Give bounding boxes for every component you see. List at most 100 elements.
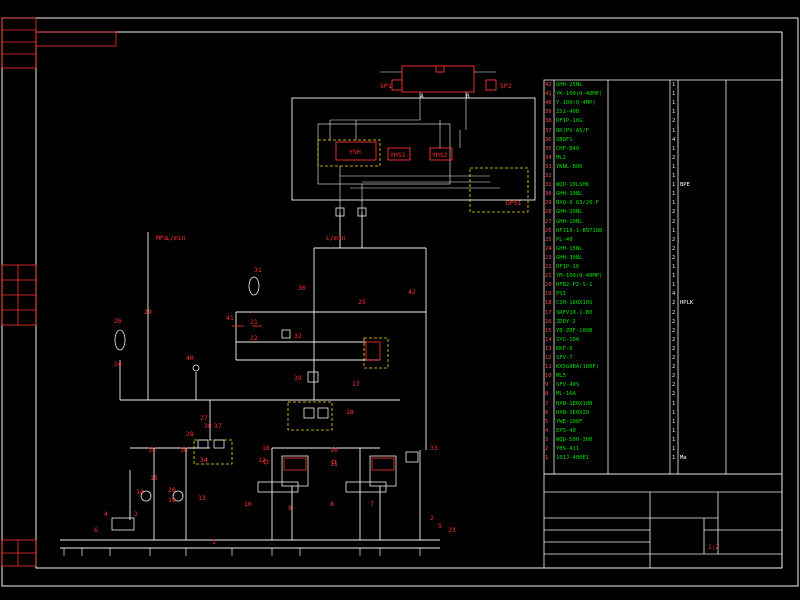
callout: 31 [254, 266, 262, 274]
control-cabinet [291, 97, 536, 201]
bom-cell-qty: 1 [672, 400, 676, 407]
bom-cell-qty: 2 [672, 245, 676, 252]
bom-cell-nm: GHH-10NL [556, 191, 583, 198]
bom-cell-rk: Ma [680, 455, 687, 462]
bom-cell-no: 31 [545, 182, 552, 189]
bom-cell-qty: 1 [672, 273, 676, 280]
bom-cell-qty: 2 [672, 218, 676, 225]
bom-cell-qty: 1 [672, 427, 676, 434]
callout: 12 [258, 456, 266, 464]
bom-cell-qty: 2 [672, 355, 676, 361]
callout: 4 [104, 510, 108, 518]
bom-cell-no: 3 [545, 436, 549, 443]
bom-cell-no: 8 [545, 391, 549, 398]
callout: 30 [298, 284, 306, 292]
bom-cell-nm: SYC-100 [556, 336, 580, 343]
bom-cell-qty: 1 [672, 145, 676, 152]
bom-cell-no: 33 [545, 163, 552, 170]
callout: 17 [352, 380, 360, 388]
sheet-number: 1:2 [708, 544, 719, 551]
bom-cell-nm: ZDDY-2 [556, 318, 576, 325]
callout: 13 [198, 494, 206, 502]
label-port-b: B [466, 93, 470, 100]
label-sp1: SP1 [380, 82, 392, 90]
bom-cell-no: 2 [545, 446, 549, 452]
bom-cell-no: 22 [545, 264, 552, 270]
callout: 38 [204, 422, 212, 430]
bom-cell-nm: ML2 [556, 154, 566, 161]
bom-cell-nm: WQD-10LSH6 [556, 182, 590, 189]
callout: 26 [114, 317, 122, 325]
bom-cell-nm: CSH-160X10S [556, 300, 593, 307]
bom-cell-qty: 1 [672, 91, 676, 98]
bom-cell-nm: YKNL-B06 [556, 163, 583, 170]
bom-cell-qty: 2 [672, 345, 676, 352]
bom-cell-no: 35 [545, 145, 552, 152]
bom-cell-qty: 1 [672, 173, 676, 179]
callout: 2 [430, 514, 434, 522]
callout: 14 [136, 488, 144, 496]
label-yhs2: YHS2 [432, 151, 448, 159]
bom-cell-nm: DK(PV-A5/F [556, 127, 590, 134]
callout: 32 [294, 332, 302, 340]
bom-cell-nm: NXQ-0.63/20-F [556, 200, 600, 207]
bom-cell-no: 9 [545, 382, 549, 389]
label-dpsi: DPSI [506, 199, 522, 207]
bom-table-frame [543, 79, 783, 475]
bom-cell-nm: GHH-25NL [556, 82, 583, 88]
bom-cell-nm: KX5G0BA(100F) [556, 364, 600, 371]
bom-cell-no: 38 [545, 118, 552, 125]
bom-cell-no: 24 [545, 245, 552, 252]
callout-numbers: 31 30 25 42 26 29 21 41 22 32 24 40 39 1… [94, 266, 456, 546]
bom-cell-qty: 2 [672, 391, 676, 398]
callout: 25 [358, 298, 366, 306]
callout: 22 [250, 334, 258, 342]
red-components [232, 325, 395, 471]
label-sp2: SP2 [500, 82, 512, 90]
bom-cell-qty: 1 [672, 436, 676, 443]
bom-cell-nm: YBS-411 [556, 446, 580, 452]
tank-line-ticks [63, 548, 421, 556]
callout: 27 [200, 414, 208, 422]
bom-cell-qty: 2 [672, 309, 676, 316]
bom-cell-nm: WQD-500-300 [556, 436, 593, 443]
callout: 23 [448, 526, 456, 534]
title-block-frame [543, 473, 783, 569]
label-ysh: YSH [349, 148, 361, 156]
callout: 11 [330, 460, 338, 468]
signal-wires [329, 71, 500, 212]
bom-cell-nm: ZS1-40B [556, 109, 580, 116]
bom-cell-nm: YM-100(0-40MP) [556, 273, 603, 280]
bom-cell-nm: YB-ZRF-100B [556, 327, 593, 334]
left-line-pressure-label: MPa [156, 234, 168, 242]
bom-cell-qty: 1 [672, 109, 676, 116]
bom-cell-no: 10 [545, 373, 552, 380]
callout: 16 [262, 444, 270, 452]
bom-cell-no: 11 [545, 364, 552, 371]
bom-cell-no: 36 [545, 136, 552, 143]
bom-cell-no: 21 [545, 273, 552, 280]
bom-cell-qty: 1 [672, 227, 676, 234]
bom-cell-qty: 4 [672, 291, 676, 298]
bom-cell-nm: KKF-6 [556, 345, 573, 352]
bom-cell-nm: HXN-1E0X10B [556, 400, 593, 407]
bom-cell-no: 17 [545, 309, 552, 316]
yellow-dashed-boundaries [193, 139, 529, 465]
bom-cell-rk: BPE [680, 182, 690, 189]
bom-cell-nm: GHH-15NL [556, 245, 583, 252]
bom-cell-nm: SBDF1 [556, 136, 573, 143]
bom-cell-no: 32 [545, 173, 552, 179]
bom-cell-no: 20 [545, 282, 552, 289]
